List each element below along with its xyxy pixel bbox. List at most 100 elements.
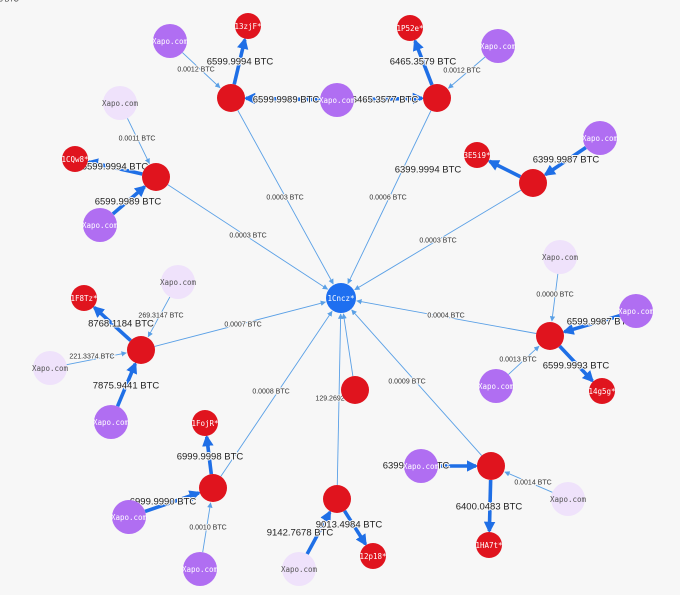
node-circle[interactable]	[519, 169, 547, 197]
edge-x8-to-c5[interactable]	[66, 351, 127, 366]
edge-c7-to-center[interactable]	[220, 310, 333, 477]
node-circle[interactable]	[536, 322, 564, 350]
node-circle[interactable]	[323, 485, 351, 513]
edge-c4-to-l_3e5i9[interactable]	[487, 159, 522, 179]
node-circle[interactable]	[62, 146, 88, 172]
node-circle[interactable]	[112, 500, 146, 534]
xapo-node[interactable]: Xapo.com	[182, 552, 219, 586]
address-node[interactable]: 13zjF*	[234, 13, 262, 39]
node-circle[interactable]	[619, 294, 653, 328]
address-node[interactable]	[519, 169, 547, 197]
xapo-node[interactable]: Xapo.com	[152, 24, 189, 58]
node-circle[interactable]	[183, 552, 217, 586]
node-circle[interactable]	[235, 13, 261, 39]
node-circle[interactable]	[477, 452, 505, 480]
xapo-node[interactable]: Xapo.com	[550, 482, 587, 516]
xapo-node[interactable]: Xapo.com	[102, 86, 139, 120]
xapo-node[interactable]: Xapo.com	[82, 208, 119, 242]
edge-x11-to-c6[interactable]	[562, 314, 621, 335]
node-circle[interactable]	[464, 142, 490, 168]
edge-x5-to-c3[interactable]	[111, 185, 147, 216]
address-node[interactable]: 1CQw8*	[61, 146, 89, 172]
xapo-node[interactable]: Xapo.com	[93, 405, 130, 439]
edge-x16-to-c8[interactable]	[305, 510, 332, 555]
node-circle[interactable]	[423, 84, 451, 112]
address-node[interactable]	[142, 163, 170, 191]
node-circle[interactable]	[83, 208, 117, 242]
node-circle[interactable]	[33, 351, 67, 385]
node-circle[interactable]	[481, 29, 515, 63]
address-node[interactable]	[477, 452, 505, 480]
edge-c9-to-center[interactable]	[351, 309, 483, 456]
edge-x10-to-c6[interactable]	[549, 273, 559, 322]
edge-c1-to-center[interactable]	[237, 110, 334, 285]
address-node[interactable]: 3E5i9*	[463, 142, 491, 168]
address-node[interactable]	[323, 485, 351, 513]
address-node[interactable]	[127, 336, 155, 364]
node-circle[interactable]	[161, 265, 195, 299]
edge-c5-to-center[interactable]	[154, 300, 327, 347]
node-circle[interactable]	[583, 121, 617, 155]
edge-c8-to-center[interactable]	[336, 313, 344, 486]
xapo-node[interactable]: Xapo.com	[542, 240, 579, 274]
edge-c8-to-l_12p18[interactable]	[342, 509, 368, 547]
edge-x3-to-c2[interactable]	[448, 56, 486, 89]
address-node[interactable]	[341, 376, 369, 404]
xapo-node[interactable]: Xapo.com	[582, 121, 619, 155]
node-circle[interactable]	[589, 378, 615, 404]
node-circle[interactable]	[217, 84, 245, 112]
xapo-node[interactable]: Xapo.com	[480, 29, 517, 63]
xapo-node[interactable]: Xapo.com	[32, 351, 69, 385]
edge-c2-to-center[interactable]	[347, 110, 432, 285]
edge-c10-to-center[interactable]	[341, 313, 354, 377]
node-circle[interactable]	[397, 15, 423, 41]
address-node[interactable]: 1HA7t*	[475, 532, 503, 558]
xapo-node[interactable]: Xapo.com	[478, 369, 515, 403]
node-circle[interactable]	[320, 83, 354, 117]
node-circle[interactable]	[551, 482, 585, 516]
edge-x18-to-c9[interactable]	[504, 471, 553, 493]
edge-c1-to-l_13zjf[interactable]	[232, 37, 249, 85]
edge-x2-to-c2[interactable]	[353, 92, 425, 105]
address-node[interactable]: 12p18*	[359, 543, 387, 569]
address-node[interactable]	[199, 474, 227, 502]
node-circle[interactable]	[404, 449, 438, 483]
node-circle[interactable]	[326, 283, 356, 313]
edge-x4-to-c3[interactable]	[127, 118, 150, 164]
edge-c3-to-center[interactable]	[167, 184, 329, 290]
xapo-node[interactable]: Xapo.com	[618, 294, 655, 328]
node-circle[interactable]	[103, 86, 137, 120]
edge-x12-to-c6[interactable]	[508, 345, 540, 375]
xapo-node[interactable]: Xapo.com	[281, 552, 318, 586]
edge-x7-to-c5[interactable]	[147, 296, 171, 338]
node-circle[interactable]	[153, 24, 187, 58]
edge-c7-to-l_1fojr[interactable]	[202, 434, 214, 475]
node-circle[interactable]	[543, 240, 577, 274]
node-circle[interactable]	[192, 410, 218, 436]
address-node[interactable]	[536, 322, 564, 350]
edge-c3-to-l_1cqw8[interactable]	[86, 158, 143, 176]
address-node[interactable]: 1FojR*	[191, 410, 219, 436]
xapo-node[interactable]: Xapo.com	[111, 500, 148, 534]
address-node[interactable]: 1P52e*	[396, 15, 424, 41]
edge-c4-to-center[interactable]	[354, 189, 522, 291]
node-circle[interactable]	[199, 474, 227, 502]
edge-x6-to-c4[interactable]	[543, 145, 587, 177]
edge-c5-to-l_1f8tz[interactable]	[92, 305, 132, 342]
node-circle[interactable]	[71, 285, 97, 311]
node-circle[interactable]	[360, 543, 386, 569]
address-node[interactable]: 1F8Tz*	[70, 285, 98, 311]
xapo-node[interactable]: Xapo.com	[160, 265, 197, 299]
edge-c6-to-center[interactable]	[356, 299, 537, 334]
node-circle[interactable]	[282, 552, 316, 586]
edge-c2-to-l_1p52e[interactable]	[412, 38, 434, 86]
address-node[interactable]: 14g5g*	[588, 378, 616, 404]
node-circle[interactable]	[341, 376, 369, 404]
node-circle[interactable]	[479, 369, 513, 403]
address-node[interactable]	[423, 84, 451, 112]
edge-x15-to-c7[interactable]	[202, 502, 213, 553]
node-circle[interactable]	[127, 336, 155, 364]
xapo-node[interactable]: Xapo.com	[319, 83, 356, 117]
edge-c6-to-l_14g5g[interactable]	[558, 344, 594, 383]
